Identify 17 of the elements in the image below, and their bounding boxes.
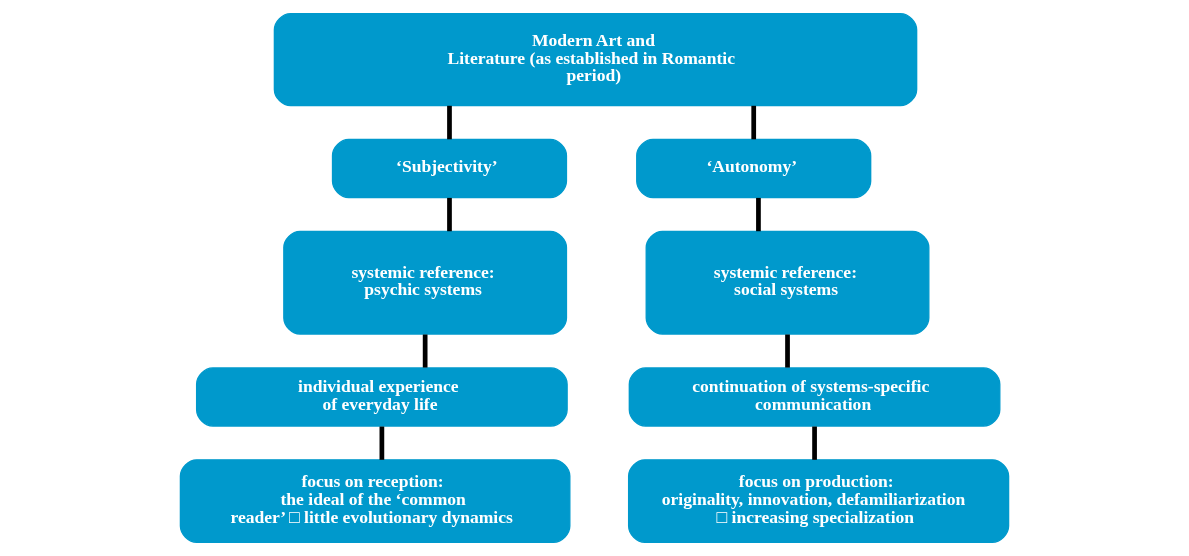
- node-box: ‘Autonomy’: [636, 138, 872, 199]
- connector: [751, 105, 757, 140]
- connector: [379, 426, 385, 460]
- connector: [785, 334, 790, 368]
- node-box: focus on reception: the ideal of the ‘common reader’ □ little evolutionary dynamics: [179, 459, 571, 543]
- node-box: continuation of systems-specific communication: [628, 367, 1001, 427]
- node-box: systemic reference: psychic systems: [283, 230, 568, 335]
- connector: [447, 197, 452, 232]
- node-box: focus on production: originality, innovation, defamiliarization □ increasing specialization: [627, 459, 1010, 543]
- node-box: ‘Subjectivity’: [331, 138, 568, 199]
- node-box: individual experience of everyday life: [195, 367, 568, 427]
- connector: [756, 197, 761, 232]
- connector: [812, 426, 817, 460]
- connector: [422, 334, 428, 368]
- node-box: Modern Art and Literature (as established in Romantic period): [273, 13, 918, 107]
- node-box: systemic reference: social systems: [645, 230, 930, 335]
- connector: [447, 105, 452, 140]
